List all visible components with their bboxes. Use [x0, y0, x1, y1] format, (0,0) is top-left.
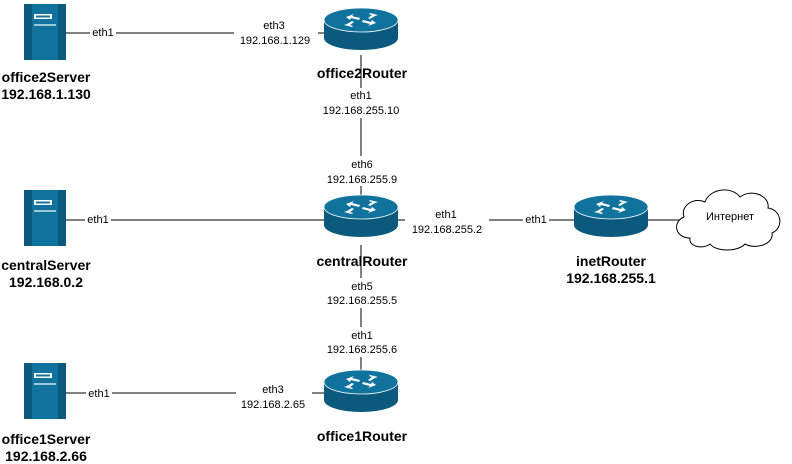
inetrouter-ip: 192.168.255.1 — [566, 270, 656, 286]
centralrouter-name: centralRouter — [316, 253, 408, 269]
cloud-icon[interactable]: Интернет — [676, 189, 781, 251]
office2router-if-label: eth3 — [263, 20, 284, 32]
office1server-name: office1Server — [2, 431, 91, 447]
centralserver-name: centralServer — [1, 257, 91, 273]
internet-label: Интернет — [706, 211, 754, 223]
office1router-icon[interactable] — [323, 369, 399, 413]
office2server-if-label: eth1 — [92, 27, 113, 39]
centralrouter-inet-if-label: eth1 — [435, 209, 456, 221]
office1router-uplink-if-label: eth1 — [351, 330, 372, 342]
office2router-uplink-ip-label: 192.168.255.10 — [323, 105, 399, 117]
inetrouter-if-label: eth1 — [525, 214, 546, 226]
office1server-icon[interactable] — [24, 363, 66, 419]
centralserver-if-label: eth1 — [87, 214, 108, 226]
inetrouter-name: inetRouter — [576, 253, 647, 269]
centralrouter-eth5-ip-label: 192.168.255.5 — [327, 295, 397, 307]
centralrouter-eth5-label: eth5 — [351, 281, 372, 293]
office2server-name: office2Server — [2, 69, 91, 85]
office2router-name: office2Router — [317, 65, 408, 81]
office2router-uplink-if-label: eth1 — [350, 90, 371, 102]
office2router-icon[interactable] — [323, 7, 399, 51]
centralserver-ip: 192.168.0.2 — [9, 274, 83, 290]
centralrouter-icon[interactable] — [323, 194, 399, 238]
office2server-icon[interactable] — [24, 4, 66, 60]
office1router-name: office1Router — [317, 428, 408, 444]
inetrouter-icon[interactable] — [573, 194, 649, 238]
office1server-if-label: eth1 — [88, 388, 109, 400]
office2server-ip: 192.168.1.130 — [1, 86, 91, 102]
centralrouter-inet-ip-label: 192.168.255.2 — [412, 224, 482, 236]
office1router-if-label: eth3 — [262, 384, 283, 396]
office2router-ip-label: 192.168.1.129 — [240, 35, 310, 47]
centralrouter-eth6-label: eth6 — [351, 159, 372, 171]
office1router-uplink-ip-label: 192.168.255.6 — [327, 344, 397, 356]
office1server-ip: 192.168.2.66 — [5, 448, 87, 464]
centralserver-icon[interactable] — [24, 190, 66, 246]
centralrouter-eth6-ip-label: 192.168.255.9 — [327, 174, 397, 186]
office1router-ip-label: 192.168.2.65 — [241, 399, 305, 411]
